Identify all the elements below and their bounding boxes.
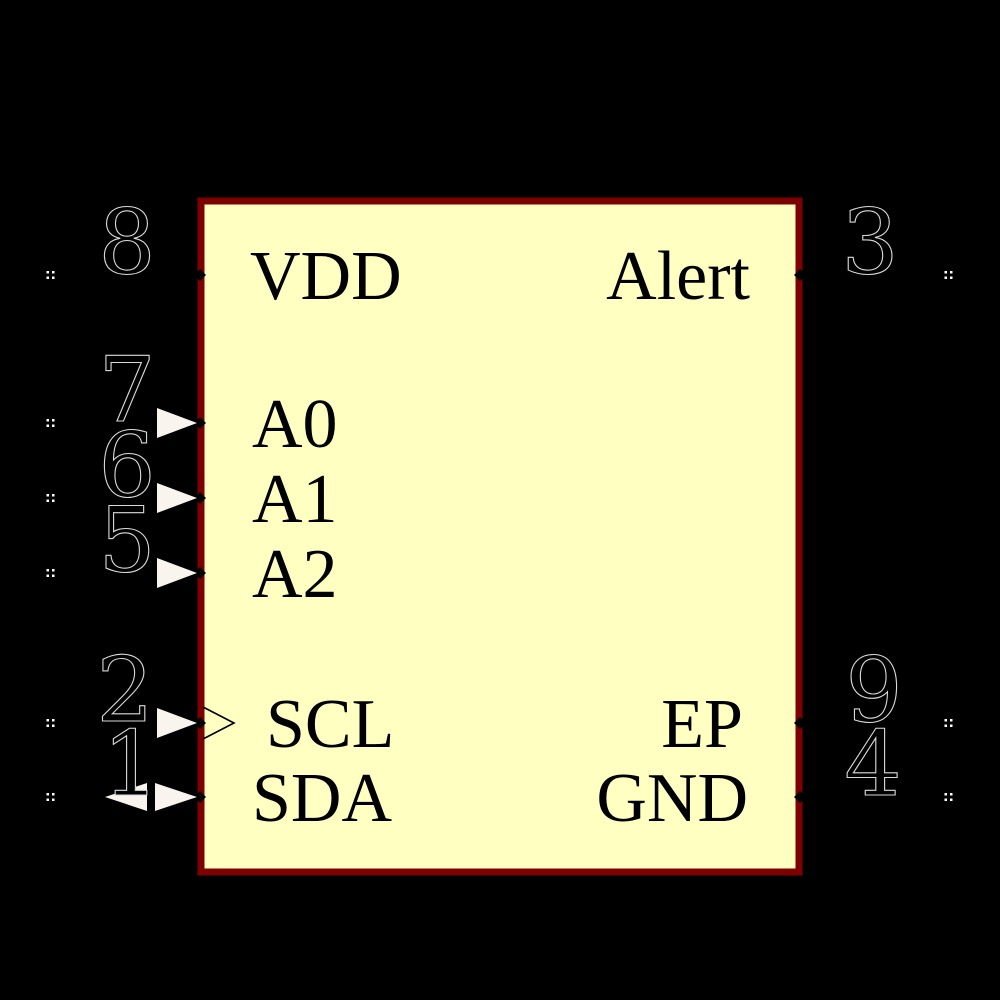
pin-connection-nub bbox=[194, 717, 206, 729]
pin-end-marker-dots bbox=[46, 494, 55, 502]
pin-number: 1 bbox=[102, 712, 159, 817]
pin-end-marker-dots bbox=[46, 271, 55, 279]
pin-label: SCL bbox=[266, 686, 394, 763]
pin-label: Alert bbox=[606, 238, 750, 315]
pin-connection-nub bbox=[794, 717, 806, 729]
pin-number: 6 bbox=[98, 413, 155, 518]
pin-a2[interactable]: 5 A2 bbox=[46, 487, 338, 613]
pin-label: A2 bbox=[252, 536, 338, 613]
pin-alert[interactable]: 3 Alert bbox=[606, 189, 953, 315]
pin-end-marker-dots bbox=[944, 271, 953, 279]
pin-end-marker-dots bbox=[46, 569, 55, 577]
input-arrow-icon bbox=[157, 708, 197, 738]
pin-label: SDA bbox=[252, 760, 392, 837]
pin-number: 7 bbox=[98, 338, 155, 443]
pin-number: 8 bbox=[98, 190, 155, 295]
pin-connection-nub bbox=[194, 791, 206, 803]
pin-label: EP bbox=[661, 686, 743, 763]
pin-number: 3 bbox=[841, 190, 898, 295]
pin-number: 9 bbox=[845, 638, 902, 743]
pin-connection-nub bbox=[194, 492, 206, 504]
pin-connection-nub bbox=[794, 791, 806, 803]
pin-end-marker-dots bbox=[46, 719, 55, 727]
pin-scl[interactable]: 2 SCL bbox=[46, 637, 395, 763]
pin-end-marker-dots bbox=[944, 793, 953, 801]
pin-a1[interactable]: 6 A1 bbox=[46, 412, 338, 538]
pin-connection-nub bbox=[194, 269, 206, 281]
pin-connection-nub bbox=[194, 417, 206, 429]
pin-a0[interactable]: 7 A0 bbox=[46, 337, 338, 463]
pin-gnd[interactable]: 4 GND bbox=[596, 711, 953, 837]
component-body[interactable] bbox=[197, 197, 803, 876]
input-arrow-icon bbox=[157, 408, 197, 438]
pin-connection-nub bbox=[794, 269, 806, 281]
pin-label: A1 bbox=[252, 461, 338, 538]
input-arrow-icon bbox=[157, 483, 197, 513]
pin-end-marker-dots bbox=[46, 793, 55, 801]
pin-end-marker-dots bbox=[944, 719, 953, 727]
pin-label: A0 bbox=[252, 386, 338, 463]
pin-end-marker-dots bbox=[46, 419, 55, 427]
pin-ep[interactable]: 9 EP bbox=[661, 637, 953, 763]
pin-label: VDD bbox=[250, 238, 402, 315]
clock-chevron-icon bbox=[202, 706, 236, 740]
pin-number: 2 bbox=[96, 638, 153, 743]
pin-connection-nub bbox=[194, 567, 206, 579]
pin-number: 4 bbox=[844, 712, 901, 817]
input-arrow-icon bbox=[157, 558, 197, 588]
bidirectional-arrow-icon bbox=[105, 783, 197, 811]
pin-vdd[interactable]: 8 VDD bbox=[46, 189, 402, 315]
pin-label: GND bbox=[596, 760, 748, 837]
pin-sda[interactable]: 1 SDA bbox=[46, 711, 393, 837]
pin-number: 5 bbox=[98, 488, 155, 593]
